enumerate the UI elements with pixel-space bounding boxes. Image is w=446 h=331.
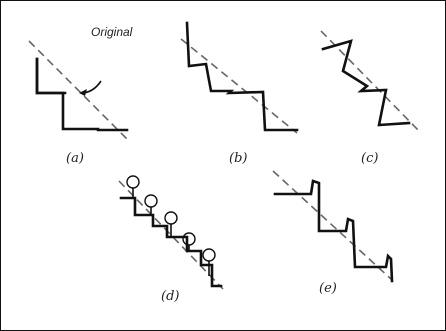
tree-icon [144, 194, 158, 215]
panel-b-caption: (b) [229, 151, 247, 166]
panel-b: (b) [180, 21, 299, 166]
panel-d: (d) [118, 175, 224, 304]
original-slope-line [272, 170, 392, 280]
original-slope-line [28, 40, 130, 142]
original-label: Original [91, 25, 133, 39]
stepped-profile [321, 39, 411, 127]
original-slope-line [320, 30, 422, 134]
panel-a-caption: (a) [66, 151, 84, 166]
tree-icon [164, 211, 178, 237]
tree-icon [182, 232, 196, 251]
stepped-profile [119, 196, 223, 288]
panel-e: (e) [272, 170, 394, 296]
arrow-head [79, 89, 87, 96]
original-slope-line [118, 180, 224, 290]
tree-icon [202, 248, 216, 276]
panel-c-caption: (c) [361, 151, 378, 166]
panel-a: Original (a) [28, 25, 133, 166]
stepped-profile [185, 21, 299, 132]
step-upper [35, 57, 67, 95]
panel-e-caption: (e) [319, 281, 337, 296]
panel-c: (c) [320, 30, 422, 166]
original-slope-line [180, 38, 298, 134]
panel-d-caption: (d) [161, 289, 179, 304]
tree-icon [126, 175, 140, 198]
stepped-profile [273, 179, 394, 283]
